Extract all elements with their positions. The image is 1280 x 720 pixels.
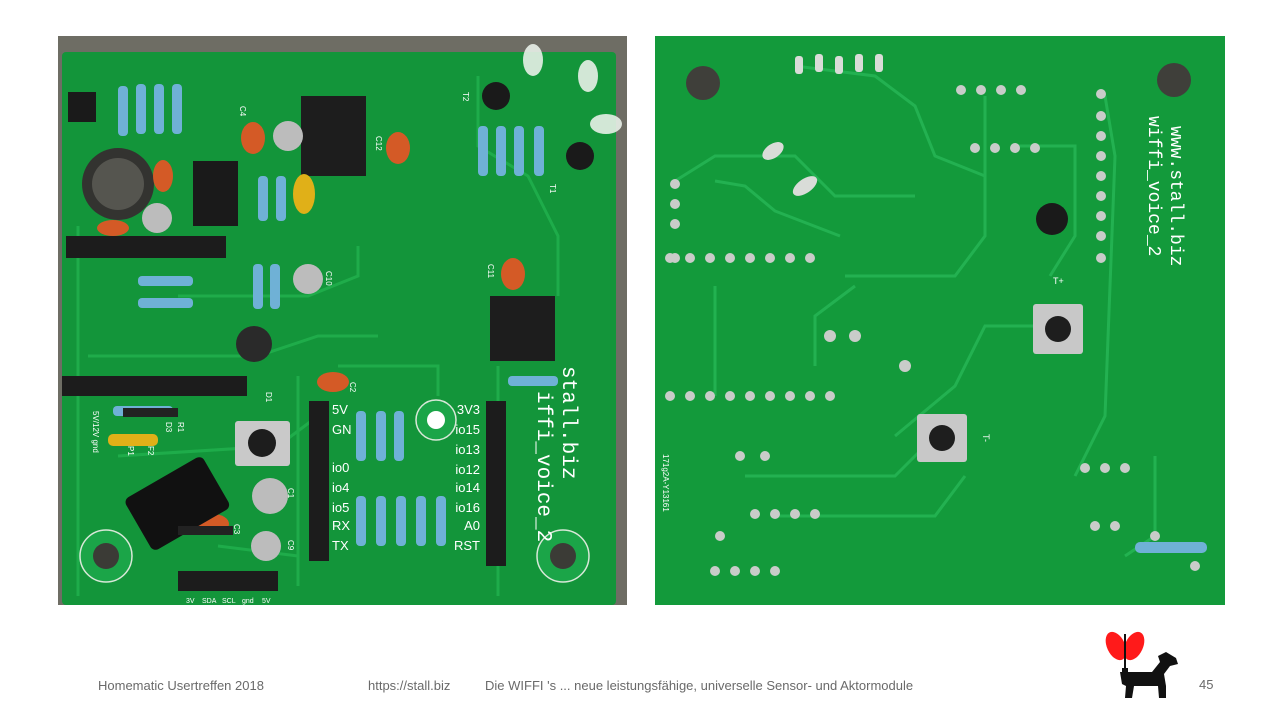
svg-text:R1: R1: [176, 422, 185, 433]
svg-text:io12: io12: [455, 462, 480, 477]
svg-text:3V: 3V: [186, 598, 195, 605]
svg-text:io15: io15: [455, 422, 480, 437]
pcb-front-photo: stall.biz iffi_voice_2 5V GN io0 io4 io5…: [58, 36, 627, 605]
footer-event-title: Homematic Usertreffen 2018: [98, 678, 264, 693]
front-refs: T2 T1 C4 C10 C11 C12 C2 D1 C1 C3 C9 D3 R…: [91, 92, 557, 551]
svg-text:GN: GN: [332, 422, 352, 437]
svg-text:C1: C1: [286, 488, 295, 499]
front-silk-name: iffi_voice_2: [531, 391, 554, 542]
front-silk-url: stall.biz: [556, 366, 579, 479]
svg-text:C10: C10: [324, 271, 333, 286]
front-pin-labels-right: 3V3 io15 io13 io12 io14 io16 A0 RST: [454, 402, 480, 553]
svg-text:C4: C4: [238, 106, 247, 117]
svg-text:D3: D3: [164, 422, 173, 433]
footer-description: Die WIFFI 's ... neue leistungsfähige, u…: [485, 678, 914, 693]
svg-text:3V3: 3V3: [457, 402, 480, 417]
svg-text:C12: C12: [374, 136, 383, 151]
svg-text:F2: F2: [146, 446, 155, 456]
svg-text:io4: io4: [332, 480, 349, 495]
back-silk-url: www.stall.biz: [1165, 126, 1185, 266]
pcb-front-image: stall.biz iffi_voice_2 5V GN io0 io4 io5…: [58, 36, 627, 605]
svg-text:C3: C3: [232, 524, 241, 535]
pcb-back-photo: www.stall.biz wiffi_voice_2 T+ T- 171g2A…: [655, 36, 1225, 605]
svg-text:io14: io14: [455, 480, 480, 495]
svg-text:C9: C9: [286, 540, 295, 551]
svg-text:P1: P1: [126, 446, 135, 456]
front-bottom-header-labels: 3V SDA SCL gnd 5V: [186, 598, 271, 605]
svg-text:T1: T1: [548, 184, 557, 194]
svg-text:RX: RX: [332, 518, 350, 533]
svg-text:io0: io0: [332, 460, 349, 475]
svg-text:SDA: SDA: [202, 598, 217, 605]
svg-text:C2: C2: [348, 382, 357, 393]
svg-text:A0: A0: [464, 518, 480, 533]
svg-text:171g2A-Y13161: 171g2A-Y13161: [661, 454, 670, 512]
svg-text:C11: C11: [486, 264, 495, 279]
svg-text:5V: 5V: [262, 598, 271, 605]
svg-text:io5: io5: [332, 500, 349, 515]
svg-text:RST: RST: [454, 538, 480, 553]
svg-text:gnd: gnd: [242, 598, 254, 605]
back-refs: T+ T- 171g2A-Y13161: [661, 276, 1064, 512]
svg-text:io16: io16: [455, 500, 480, 515]
svg-text:TX: TX: [332, 538, 349, 553]
svg-text:SCL: SCL: [222, 598, 236, 605]
stall-logo-icon: [1100, 628, 1184, 702]
svg-text:T-: T-: [981, 434, 991, 442]
svg-text:D1: D1: [264, 392, 273, 403]
svg-text:T+: T+: [1053, 276, 1064, 286]
svg-text:io13: io13: [455, 442, 480, 457]
svg-text:5V/12V gnd: 5V/12V gnd: [91, 411, 100, 453]
front-pin-labels-left: 5V GN io0 io4 io5 RX TX: [332, 402, 352, 553]
page-number: 45: [1199, 677, 1214, 692]
back-silk-name: wiffi_voice_2: [1143, 116, 1163, 256]
svg-text:T2: T2: [461, 92, 470, 102]
footer-url: https://stall.biz: [368, 678, 451, 693]
svg-text:5V: 5V: [332, 402, 348, 417]
pcb-back-image: www.stall.biz wiffi_voice_2 T+ T- 171g2A…: [655, 36, 1225, 605]
